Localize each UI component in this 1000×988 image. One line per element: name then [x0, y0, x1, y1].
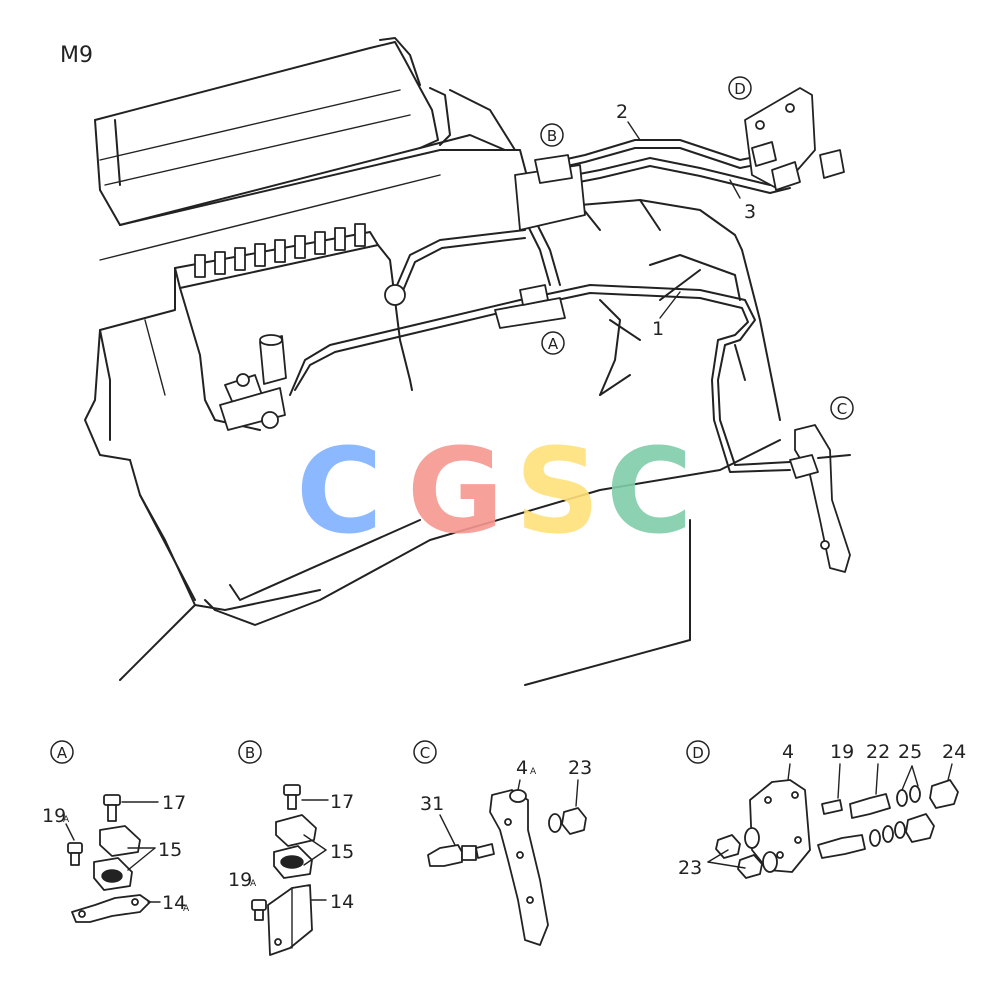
- marker-a-main: A: [548, 335, 559, 353]
- d-part-23: 23: [678, 857, 702, 879]
- a-part-19: 19: [42, 805, 66, 827]
- bracket-d-installed: [744, 87, 845, 191]
- c-part-31: 31: [420, 793, 444, 815]
- c-part-23: 23: [568, 757, 592, 779]
- marker-c-main: C: [837, 400, 847, 418]
- a-part-15: 15: [158, 839, 182, 861]
- d-part-4: 4: [782, 741, 794, 763]
- b-part-19: 19: [228, 869, 252, 891]
- a-part-14: 14: [162, 892, 186, 914]
- d-part-24: 24: [942, 741, 966, 763]
- c-part-4: 4: [516, 757, 528, 779]
- marker-d-main: D: [734, 80, 746, 98]
- watermark: C G S C: [296, 422, 693, 560]
- figure-code: M9: [60, 43, 93, 68]
- fuel-pipes: [289, 139, 791, 473]
- detail-b-marker: B: [245, 744, 255, 762]
- detail-a-marker: A: [57, 744, 68, 762]
- a-part-17: 17: [162, 792, 186, 814]
- d-part-19: 19: [830, 741, 854, 763]
- detail-b: B 17 15 19 A 14: [228, 740, 354, 956]
- detail-c-marker: C: [420, 744, 430, 762]
- watermark-letter-2: G: [407, 422, 504, 560]
- marker-b-main: B: [547, 127, 557, 145]
- detail-d: D 4 19 22 25 24: [678, 740, 966, 879]
- bracket-c-installed: [789, 424, 851, 573]
- watermark-letter-3: S: [515, 422, 600, 560]
- d-part-22: 22: [866, 741, 890, 763]
- c-part-4-mark: A: [530, 767, 537, 777]
- a-part-14-mark: A: [183, 904, 190, 914]
- callout-2: 2: [616, 101, 628, 123]
- engine-block: [84, 37, 781, 686]
- detail-d-marker: D: [692, 744, 704, 762]
- b-part-15: 15: [330, 841, 354, 863]
- d-part-25: 25: [898, 741, 922, 763]
- b-part-19-mark: A: [250, 879, 257, 889]
- main-callouts: 2 3 1 B D A C: [540, 76, 854, 420]
- a-part-19-mark: A: [63, 815, 70, 825]
- injection-pump-outlets: [194, 223, 366, 278]
- detail-c: C 4 A 23 31: [413, 740, 592, 946]
- watermark-letter-4: C: [606, 422, 693, 560]
- callout-1: 1: [652, 318, 664, 340]
- callout-3: 3: [744, 201, 756, 223]
- b-part-17: 17: [330, 791, 354, 813]
- detail-a: A 17 19 A 15 14 A: [42, 740, 190, 923]
- b-part-14: 14: [330, 891, 354, 913]
- watermark-letter-1: C: [296, 422, 383, 560]
